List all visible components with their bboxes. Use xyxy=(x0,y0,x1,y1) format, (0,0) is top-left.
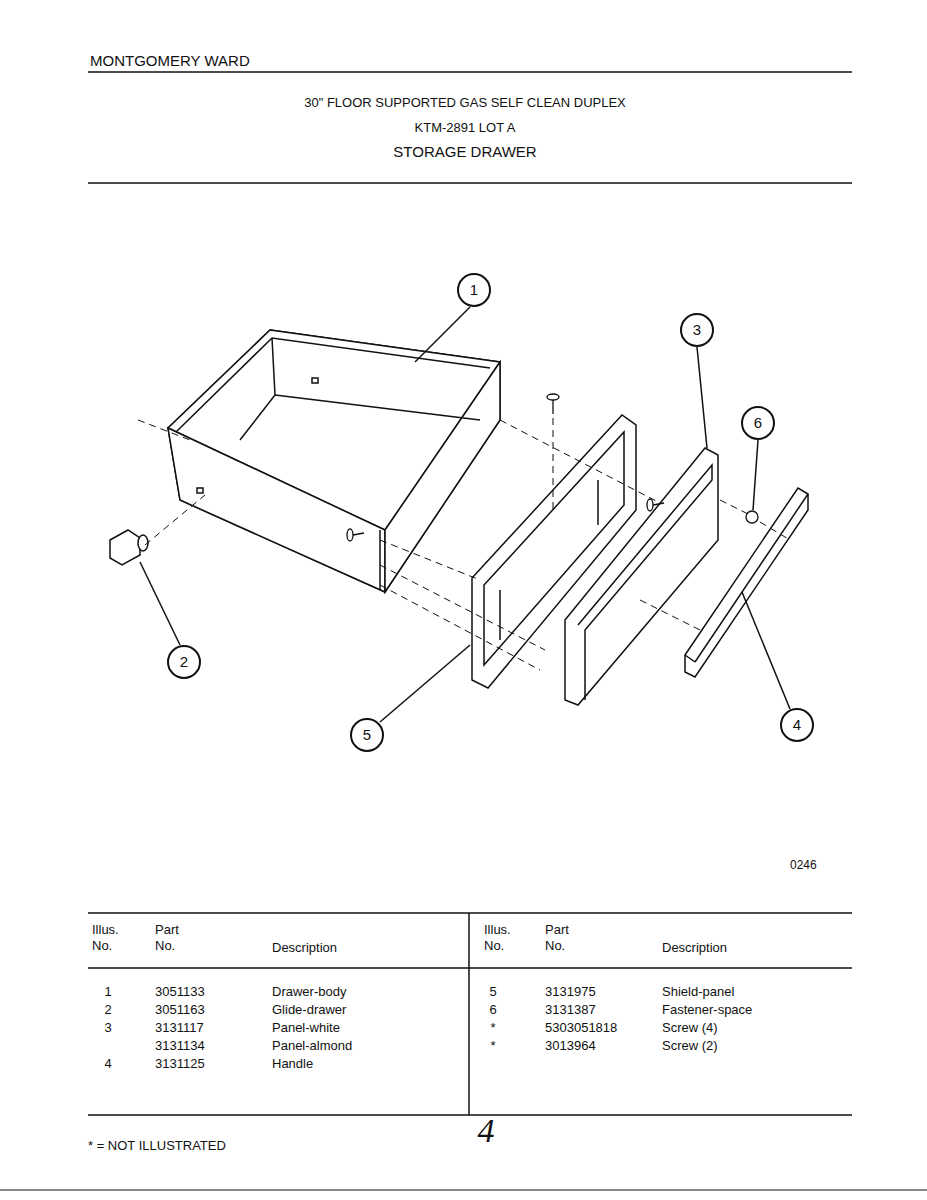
table-header: Part No. xyxy=(155,922,195,954)
table-cell: 6 xyxy=(489,1002,496,1018)
table-cell: 4 xyxy=(104,1056,111,1072)
table-header: Part No. xyxy=(545,922,585,954)
table-cell: 3 xyxy=(104,1020,111,1036)
table-cell: * xyxy=(490,1020,495,1036)
callout-number: 5 xyxy=(363,727,371,743)
table-cell: 3131125 xyxy=(155,1056,205,1072)
table-cell: 1 xyxy=(104,984,111,1000)
table-header: Description xyxy=(272,940,337,956)
table-cell: 5 xyxy=(489,984,496,1000)
callout-circle: 2 xyxy=(167,645,201,679)
table-cell: 3051133 xyxy=(155,984,205,1000)
brand: MONTGOMERY WARD xyxy=(90,53,250,69)
table-cell: Fastener-space xyxy=(662,1002,752,1018)
table-cell: Screw (4) xyxy=(662,1020,718,1036)
table-cell: Glide-drawer xyxy=(272,1002,346,1018)
table-cell: 3131117 xyxy=(155,1020,204,1036)
table-cell: 3051163 xyxy=(155,1002,205,1018)
table-cell: * xyxy=(490,1038,495,1054)
callout-number: 4 xyxy=(793,717,801,733)
table-cell: Panel-almond xyxy=(272,1038,352,1054)
callout-circle: 4 xyxy=(780,708,814,742)
table-cell: Shield-panel xyxy=(662,984,734,1000)
callout-number: 3 xyxy=(693,322,701,338)
table-cell: 3131387 xyxy=(545,1002,596,1018)
model-number: KTM-2891 LOT A xyxy=(415,120,516,136)
table-header: Illus. No. xyxy=(92,922,132,954)
handwritten-page-number: 4 xyxy=(478,1112,495,1150)
table-cell: Screw (2) xyxy=(662,1038,718,1054)
table-cell: Handle xyxy=(272,1056,313,1072)
table-cell: Panel-white xyxy=(272,1020,340,1036)
callout-number: 2 xyxy=(180,654,188,670)
callout-circle: 6 xyxy=(741,406,775,440)
callout-circle: 5 xyxy=(350,718,384,752)
footnote: * = NOT ILLUSTRATED xyxy=(88,1138,226,1154)
callout-number: 6 xyxy=(754,415,762,431)
table-cell: 3131975 xyxy=(545,984,596,1000)
table-cell: 5303051818 xyxy=(545,1020,617,1036)
figure-number: 0246 xyxy=(790,857,817,873)
table-header: Illus. No. xyxy=(484,922,524,954)
callout-circle: 3 xyxy=(680,313,714,347)
table-cell: 2 xyxy=(104,1002,111,1018)
table-cell: 3131134 xyxy=(155,1038,205,1054)
table-cell: 3013964 xyxy=(545,1038,596,1054)
section-title: STORAGE DRAWER xyxy=(393,144,536,160)
callout-circle: 1 xyxy=(457,273,491,307)
callout-number: 1 xyxy=(470,282,478,298)
table-header: Description xyxy=(662,940,727,956)
table-cell: Drawer-body xyxy=(272,984,346,1000)
model-title: 30" FLOOR SUPPORTED GAS SELF CLEAN DUPLE… xyxy=(304,95,626,111)
